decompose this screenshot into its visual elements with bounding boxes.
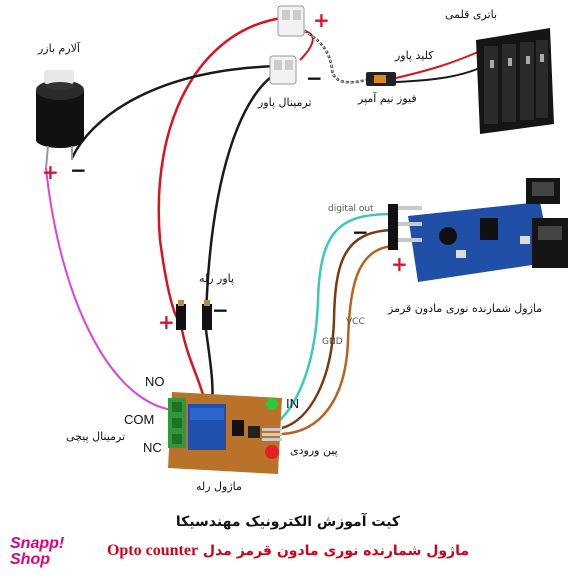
darkbrown-gnd-wire [281, 228, 393, 430]
power-terminal-bottom [269, 55, 297, 85]
caption-title: کیت آموزش الکترونیک مهندسیکا [175, 514, 401, 530]
pin-no-label: NO [145, 374, 165, 389]
battery-holder [476, 28, 554, 134]
battery-label: باتری قلمی [445, 8, 498, 21]
relay-module [168, 392, 282, 474]
brown-vcc-wire [281, 244, 393, 436]
vcc-label: VCC [346, 317, 365, 327]
sensor-module-label: ماژول شمارنده نوری مادون قرمز [388, 302, 543, 315]
caption-model: Opto counter [106, 542, 199, 559]
caption-subtitle-fa: ماژول شمارنده نوری مادون قرمز مدل [202, 543, 470, 559]
pin-com-label: COM [124, 412, 155, 427]
battery-wire [395, 51, 479, 79]
pin-in-label: IN [286, 396, 299, 411]
caption-subtitle: ماژول شمارنده نوری مادون قرمز مدل Opto c… [0, 542, 576, 560]
relay-power-connectors [176, 300, 212, 330]
ir-sensor-module [388, 178, 568, 282]
minus-sign-sensor: − [352, 220, 369, 244]
relay-module-label: ماژول رله [196, 480, 242, 493]
input-pin-label: پین ورودی [290, 444, 338, 457]
digital-out-label: digital out [328, 204, 374, 214]
power-switch-label: کلید پاور [395, 49, 434, 62]
plus-sign-relay: + [158, 310, 175, 334]
power-terminal-top [277, 5, 305, 37]
red-relay-wire [180, 329, 207, 403]
fuse-label: فیوز نیم آمپر [358, 92, 417, 105]
power-terminal-label: ترمینال پاور [258, 96, 312, 109]
pin-nc-label: NC [143, 440, 162, 455]
minus-sign-relay: − [212, 298, 229, 322]
black-relay-wire [204, 329, 214, 403]
cyan-digital-wire [279, 212, 393, 421]
minus-sign-terminal: − [306, 66, 323, 90]
fuse-switch [366, 72, 396, 86]
red-power-wire [157, 16, 283, 322]
plus-sign-terminal: + [313, 8, 330, 32]
logo-line2: Shop [10, 551, 50, 568]
minus-sign-buzzer: − [70, 158, 87, 182]
relay-power-label: پاور رله [199, 272, 235, 285]
logo-line1: Snapp! [10, 535, 65, 552]
plus-sign-buzzer: + [42, 160, 59, 184]
buzzer [36, 70, 84, 169]
buzzer-label: آلارم بازر [38, 42, 80, 55]
pink-buzzer-wire [45, 167, 173, 411]
plus-sign-sensor: + [391, 252, 408, 276]
gnd-label: GND [322, 337, 343, 347]
snappshop-logo: Snapp! Shop [10, 536, 64, 568]
screw-terminal-label: ترمینال پیچی [66, 430, 126, 443]
black-power-wire [204, 68, 283, 319]
